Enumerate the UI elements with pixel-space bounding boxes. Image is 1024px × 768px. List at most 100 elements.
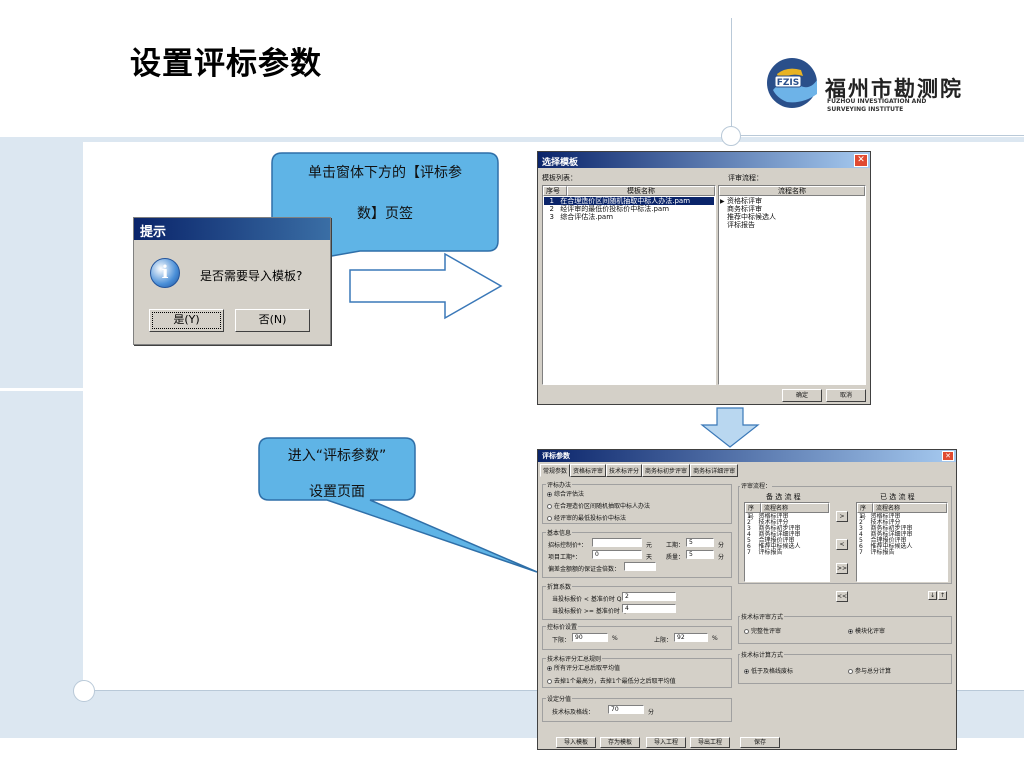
lower-input[interactable]: 90: [572, 633, 608, 642]
move-all-left-button[interactable]: <<: [836, 591, 848, 602]
selected-flow-list[interactable]: 序号 流程名称 1 资格标评审 2 技术标评分 3 商务标初步评审 4 商务标详…: [856, 502, 948, 582]
discount-row1-input[interactable]: 2: [622, 592, 676, 601]
tab-business-prelim[interactable]: 商务标初步评审: [642, 464, 691, 477]
budget-input[interactable]: [592, 538, 642, 547]
close-icon[interactable]: ✕: [854, 154, 868, 167]
flow-group: [738, 486, 952, 584]
list-item: 资格标评审: [727, 197, 762, 205]
pass-unit: 分: [648, 709, 655, 716]
move-right-button[interactable]: >: [836, 511, 848, 522]
method-option-3[interactable]: 经评审的最低投标价中标法: [547, 513, 626, 522]
list-item[interactable]: 7 评标报告: [747, 549, 783, 556]
list-item[interactable]: 2 技术标评分: [859, 519, 901, 526]
discount-row2-input[interactable]: 4: [622, 604, 676, 613]
period-label: 工期：: [666, 542, 685, 549]
budget-unit: 元: [646, 542, 653, 549]
yes-button[interactable]: 是(Y): [149, 309, 224, 332]
list-item[interactable]: 2 经评审的最低价投标价中标法.pam: [549, 205, 670, 213]
quality-input[interactable]: 5: [686, 550, 714, 559]
upper-input[interactable]: 92: [674, 633, 708, 642]
decor-circle-left: [73, 680, 95, 702]
import-template-button[interactable]: 导入模板: [556, 737, 596, 748]
list-item[interactable]: 1 资格标评审: [747, 513, 789, 520]
list-item[interactable]: 3 商务标初步评审: [859, 525, 913, 532]
tech-calc-option-2[interactable]: 参与总分计算: [848, 666, 891, 675]
params-window: 评标参数 ✕ 常规参数资格标评审技术标评分商务标初步评审商务标详细评审 评标办法…: [537, 449, 957, 750]
cancel-button[interactable]: 取消: [826, 389, 866, 402]
available-flow-list[interactable]: 序号 流程名称 1 资格标评审 2 技术标评分 3 商务标初步评审 4 商务标详…: [744, 502, 830, 582]
project-input[interactable]: 0: [592, 550, 642, 559]
selected-header-name: 流程名称: [873, 503, 947, 513]
save-button[interactable]: 保存: [740, 737, 780, 748]
project-unit: 天: [646, 554, 653, 561]
callout-bubble-2: [258, 437, 538, 573]
select-template-title: 选择模板: [538, 152, 870, 168]
pass-label: 技术标及格线：: [552, 709, 595, 716]
list-item[interactable]: 1 在合理造价区间随机抽取中标人办法.pam: [544, 197, 714, 205]
tech-summary-option-1[interactable]: 所有评分汇总后取平均值: [547, 663, 620, 672]
callout-1-line-2: 数】页签: [357, 206, 413, 222]
tab-qualification[interactable]: 资格标评审: [570, 464, 607, 477]
list-item[interactable]: 3 综合评估法.pam: [549, 213, 614, 221]
period-input[interactable]: 5: [686, 538, 714, 547]
list-item[interactable]: 5 合理报价评审: [859, 537, 907, 544]
radio-icon: [547, 492, 552, 497]
prompt-dialog-message: 是否需要导入模板?: [200, 269, 303, 283]
decor-line-top: [741, 135, 1024, 136]
list-item[interactable]: 6 推荐中标候选人: [747, 543, 801, 550]
save-as-template-button[interactable]: 存为模板: [600, 737, 640, 748]
import-project-button[interactable]: 导入工程: [646, 737, 686, 748]
tab-technical[interactable]: 技术标评分: [606, 464, 643, 477]
move-down-button[interactable]: ↓: [928, 591, 937, 600]
upper-unit: %: [712, 635, 718, 642]
list-item[interactable]: 2 技术标评分: [747, 519, 789, 526]
radio-icon: [547, 516, 552, 521]
method-option-1[interactable]: 综合评估法: [547, 489, 584, 498]
logo-name-en-2: SURVEYING INSTITUTE: [827, 106, 904, 113]
list-item[interactable]: 3 商务标初步评审: [747, 525, 801, 532]
list-item[interactable]: 7 评标报告: [859, 549, 895, 556]
decor-band-left: [0, 137, 83, 725]
list-item: 评标报告: [727, 221, 755, 229]
upper-label: 上限：: [654, 637, 673, 644]
move-left-button[interactable]: <: [836, 539, 848, 550]
method-option-2[interactable]: 在合理造价区间随机抽取中标人办法: [547, 501, 650, 510]
list-item[interactable]: 6 推荐中标候选人: [859, 543, 913, 550]
radio-icon: [848, 629, 853, 634]
discount-label: 折算系数: [546, 582, 573, 591]
tech-review-option-2[interactable]: 模块化评审: [848, 626, 885, 635]
move-up-button[interactable]: ↑: [938, 591, 947, 600]
tab-business-detail[interactable]: 商务标详细评审: [690, 464, 739, 477]
info-icon: i: [150, 258, 180, 288]
available-header-name: 流程名称: [761, 503, 829, 513]
tech-calc-label: 技术标计算方式: [740, 650, 785, 659]
tab-general[interactable]: 常规参数: [540, 464, 571, 477]
tech-review-option-1[interactable]: 完整性评审: [744, 626, 781, 635]
template-list[interactable]: 序号 模板名称 1 在合理造价区间随机抽取中标人办法.pam 2 经评审的最低价…: [542, 185, 716, 385]
quality-unit: 分: [718, 554, 725, 561]
ok-button[interactable]: 确定: [782, 389, 822, 402]
available-header-no: 序号: [745, 503, 761, 521]
template-list-label: 模板列表：: [542, 174, 577, 182]
pass-line-label: 设定分值: [546, 694, 573, 703]
callout-1-line-1: 单击窗体下方的【评标参: [308, 165, 462, 181]
method-group-label: 评标办法: [546, 480, 573, 489]
list-item[interactable]: 4 商务标详细评审: [747, 531, 801, 538]
export-project-button[interactable]: 导出工程: [690, 737, 730, 748]
tech-calc-option-1[interactable]: 低于及格线废标: [744, 666, 793, 675]
tech-summary-label: 技术标评分汇总规则: [546, 654, 603, 663]
flow-list[interactable]: 流程名称 资格标评审 商务标评审 推荐中标候选人 评标报告 ▶: [718, 185, 866, 385]
tech-calc-group: [738, 654, 952, 684]
deposit-input[interactable]: [624, 562, 656, 571]
list-item[interactable]: 1 资格标评审: [859, 513, 901, 520]
no-button[interactable]: 否(N): [235, 309, 310, 332]
close-icon[interactable]: ✕: [942, 451, 954, 461]
list-item[interactable]: 4 商务标详细评审: [859, 531, 913, 538]
available-flows-title: 备 选 流 程: [766, 493, 801, 501]
list-item[interactable]: 5 合理报价评审: [747, 537, 795, 544]
tech-summary-option-2[interactable]: 去掉1个最高分，去掉1个最低分之后取平均值: [547, 676, 676, 685]
pass-input[interactable]: 70: [608, 705, 644, 714]
move-all-right-button[interactable]: >>: [836, 563, 848, 574]
budget-label: 招标控制价*：: [548, 542, 588, 549]
period-unit: 分: [718, 542, 725, 549]
